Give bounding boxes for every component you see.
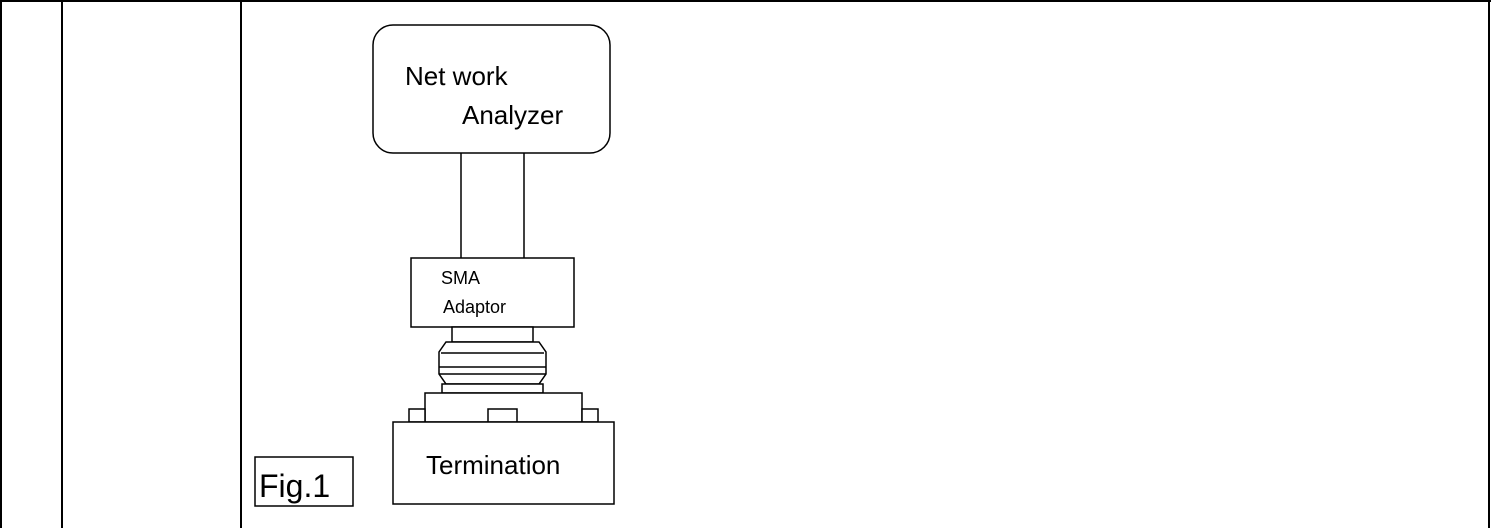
sma-adaptor-box (410, 257, 575, 328)
figure-label: Fig.1 (254, 456, 354, 507)
cables (460, 153, 525, 258)
network-analyzer-label-line2: Analyzer (462, 100, 563, 130)
network-analyzer-label-line1: Net work (405, 61, 509, 91)
figure-label-box (254, 456, 354, 507)
connector-flange-tab-left (408, 408, 426, 423)
termination-label: Termination (426, 450, 560, 480)
connector-flange-tab-right (581, 408, 599, 423)
network-analyzer-node: Net work Analyzer (372, 24, 611, 154)
sma-adaptor-node: SMA Adaptor (410, 257, 575, 328)
sma-adaptor-label-line1: SMA (441, 268, 480, 288)
termination-node: Termination (392, 421, 615, 505)
network-analyzer-box (372, 24, 611, 154)
connector-key (487, 408, 518, 423)
connector-lower-body (441, 383, 544, 394)
connector-upper-body (438, 341, 547, 385)
connector (408, 326, 599, 423)
termination-box (392, 421, 615, 505)
figure-label-text: Fig.1 (259, 468, 330, 504)
connector-neck (451, 326, 534, 343)
sma-adaptor-label-line2: Adaptor (443, 297, 506, 317)
